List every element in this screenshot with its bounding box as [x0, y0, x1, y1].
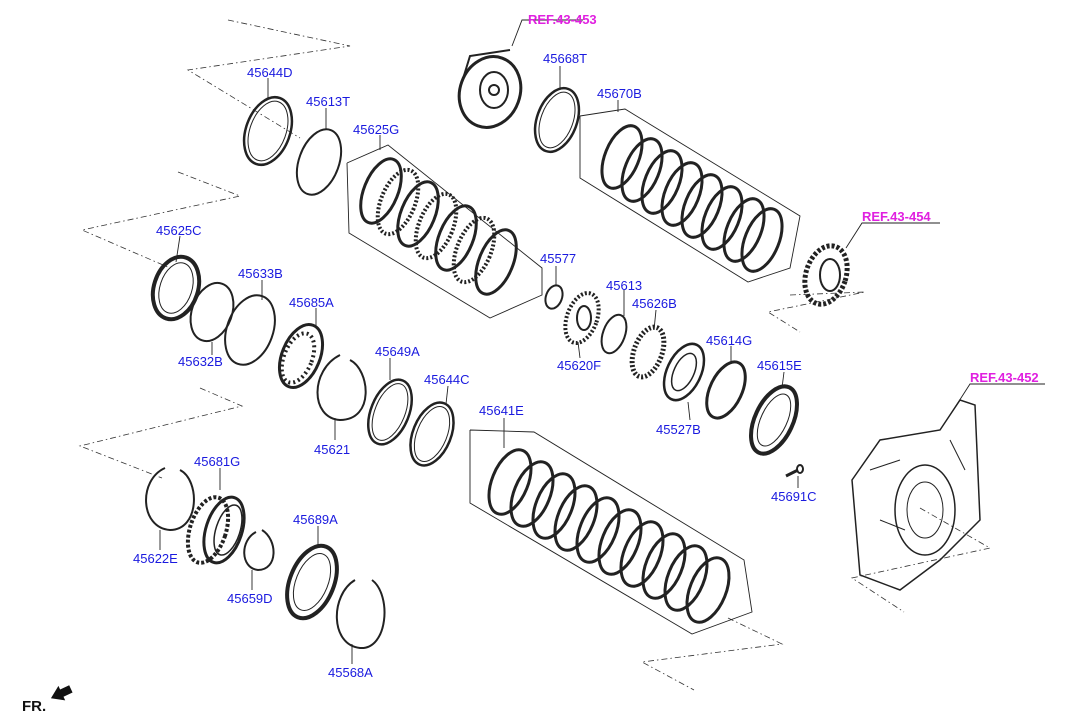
label-45659D: 45659D: [227, 591, 273, 606]
part-45641E: [487, 448, 731, 624]
ref-label-43-452[interactable]: REF.43-452: [970, 370, 1039, 385]
label-45622E: 45622E: [133, 551, 178, 566]
front-arrow-icon: [50, 685, 73, 701]
part-45625C: [150, 254, 202, 322]
part-45615E: [749, 384, 799, 456]
part-pump-ref-43-453: [457, 49, 523, 129]
label-45614G: 45614G: [706, 333, 752, 348]
part-45527B: [662, 342, 706, 402]
label-45577: 45577: [540, 251, 576, 266]
label-45632B: 45632B: [178, 354, 223, 369]
part-45644D: [242, 96, 294, 166]
label-45644D: 45644D: [247, 65, 293, 80]
label-45613: 45613: [606, 278, 642, 293]
part-45568A: [335, 579, 386, 650]
label-45681G: 45681G: [194, 454, 240, 469]
label-45626B: 45626B: [632, 296, 677, 311]
front-label: FR.: [22, 698, 46, 715]
part-45626B: [629, 324, 667, 380]
label-45625G: 45625G: [353, 122, 399, 137]
label-45641E: 45641E: [479, 403, 524, 418]
part-45659D: [243, 529, 275, 572]
part-45613T: [295, 128, 343, 196]
part-gear-ref-43-454: [802, 243, 850, 307]
label-45649A: 45649A: [375, 344, 420, 359]
part-45620F: [563, 291, 601, 345]
label-45613T: 45613T: [306, 94, 350, 109]
label-45615E: 45615E: [757, 358, 802, 373]
part-45644C: [409, 401, 455, 467]
label-45644C: 45644C: [424, 372, 470, 387]
label-45620F: 45620F: [557, 358, 601, 373]
label-45621: 45621: [314, 442, 350, 457]
part-case-ref-43-452: [851, 399, 981, 591]
ref-label-43-453[interactable]: REF.43-453: [528, 12, 597, 27]
part-labels: 45644D 45613T 45625G 45668T 45670B 45625…: [133, 51, 817, 680]
group-brackets: [346, 108, 801, 635]
part-45622E: [145, 467, 195, 532]
part-45689A: [285, 543, 339, 621]
part-45685A: [277, 323, 325, 389]
label-45685A: 45685A: [289, 295, 334, 310]
label-45527B: 45527B: [656, 422, 701, 437]
part-45613: [600, 313, 628, 355]
label-45689A: 45689A: [293, 512, 338, 527]
label-45568A: 45568A: [328, 665, 373, 680]
part-45625G: [359, 157, 518, 296]
label-45633B: 45633B: [238, 266, 283, 281]
part-45632B: [189, 281, 235, 343]
part-45633B: [224, 294, 276, 366]
part-45691C: [785, 464, 804, 478]
ref-label-43-454[interactable]: REF.43-454: [862, 209, 931, 224]
leader-lines: [159, 19, 1045, 664]
reference-labels: REF.43-453 REF.43-454 REF.43-452: [528, 12, 1039, 385]
part-45649A: [367, 378, 413, 446]
part-45614G: [705, 360, 747, 420]
part-45681G: [185, 495, 246, 565]
parts: [145, 49, 981, 650]
front-direction-indicator: FR.: [22, 685, 73, 715]
part-45668T: [533, 86, 581, 154]
part-45670B: [600, 124, 784, 273]
label-45625C: 45625C: [156, 223, 202, 238]
part-45621: [316, 354, 367, 422]
part-45577: [544, 284, 564, 310]
label-45691C: 45691C: [771, 489, 817, 504]
label-45670B: 45670B: [597, 86, 642, 101]
label-45668T: 45668T: [543, 51, 587, 66]
